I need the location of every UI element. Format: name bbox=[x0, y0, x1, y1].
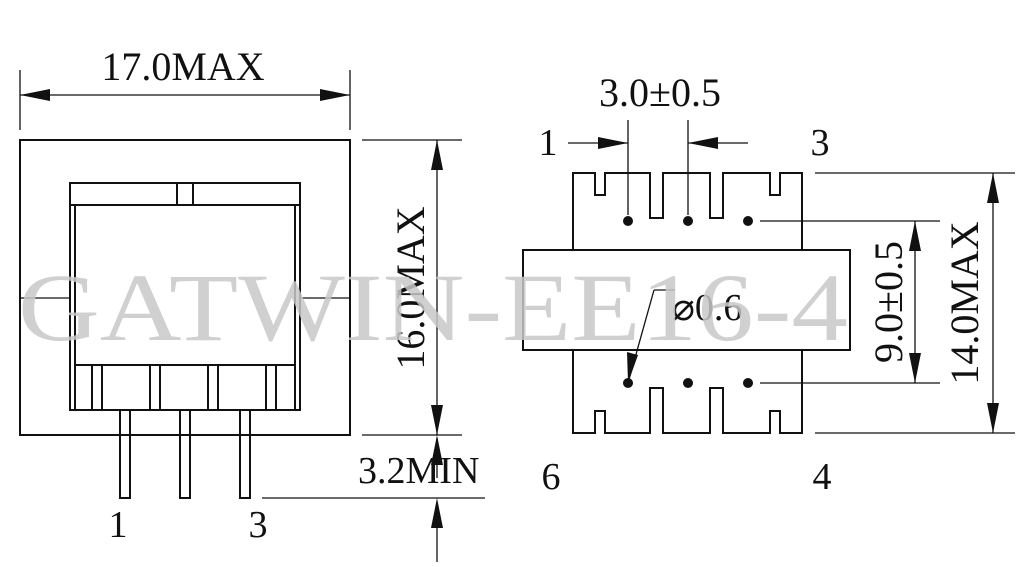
left-pin-2 bbox=[179, 409, 191, 499]
pin-dot-1 bbox=[623, 216, 633, 226]
right-pin-label-1: 1 bbox=[539, 122, 558, 164]
right-height-label: 14.0MAX bbox=[942, 221, 987, 384]
pin-length-label: 3.2MIN bbox=[358, 450, 479, 492]
left-core-outline bbox=[19, 139, 351, 436]
dim-pin-length: 3.2MIN bbox=[262, 435, 485, 562]
left-pin-3 bbox=[239, 409, 251, 499]
watermark-text: GATWIN-EE16-4 bbox=[18, 254, 848, 361]
pin-diameter-label: ⌀0.6 bbox=[672, 287, 742, 329]
right-view: 3.0±0.5 1 3 6 4 ⌀0.6 9.0±0.5 bbox=[522, 70, 1015, 498]
left-view: 17.0MAX 16.0MAX 3.2MIN 1 3 bbox=[19, 44, 485, 562]
core-block bbox=[522, 249, 851, 351]
pin-dot-5 bbox=[683, 378, 693, 388]
pin-dot-4 bbox=[743, 378, 753, 388]
right-pin-label-4: 4 bbox=[813, 456, 832, 498]
dim-width-17: 17.0MAX bbox=[19, 44, 351, 130]
dim-height-16: 16.0MAX bbox=[362, 139, 462, 436]
left-height-label: 16.0MAX bbox=[388, 206, 433, 369]
dim-pin-diameter: ⌀0.6 bbox=[627, 287, 742, 384]
right-pin-label-3: 3 bbox=[811, 122, 830, 164]
dim-row-spacing: 9.0±0.5 bbox=[760, 220, 940, 384]
pitch-label: 3.0±0.5 bbox=[599, 70, 721, 115]
row-spacing-label: 9.0±0.5 bbox=[866, 241, 911, 363]
dim-height-14: 14.0MAX bbox=[815, 172, 1015, 434]
pin-dot-3 bbox=[743, 216, 753, 226]
left-pin-label-3: 3 bbox=[249, 504, 268, 546]
right-pin-label-6: 6 bbox=[542, 456, 561, 498]
pin-dot-2 bbox=[683, 216, 693, 226]
left-pin-1 bbox=[119, 409, 131, 499]
bottom-flange bbox=[572, 350, 803, 434]
top-flange bbox=[572, 172, 803, 250]
width-label: 17.0MAX bbox=[101, 44, 264, 89]
left-pin-label-1: 1 bbox=[109, 504, 128, 546]
dim-pitch: 3.0±0.5 bbox=[568, 70, 748, 215]
